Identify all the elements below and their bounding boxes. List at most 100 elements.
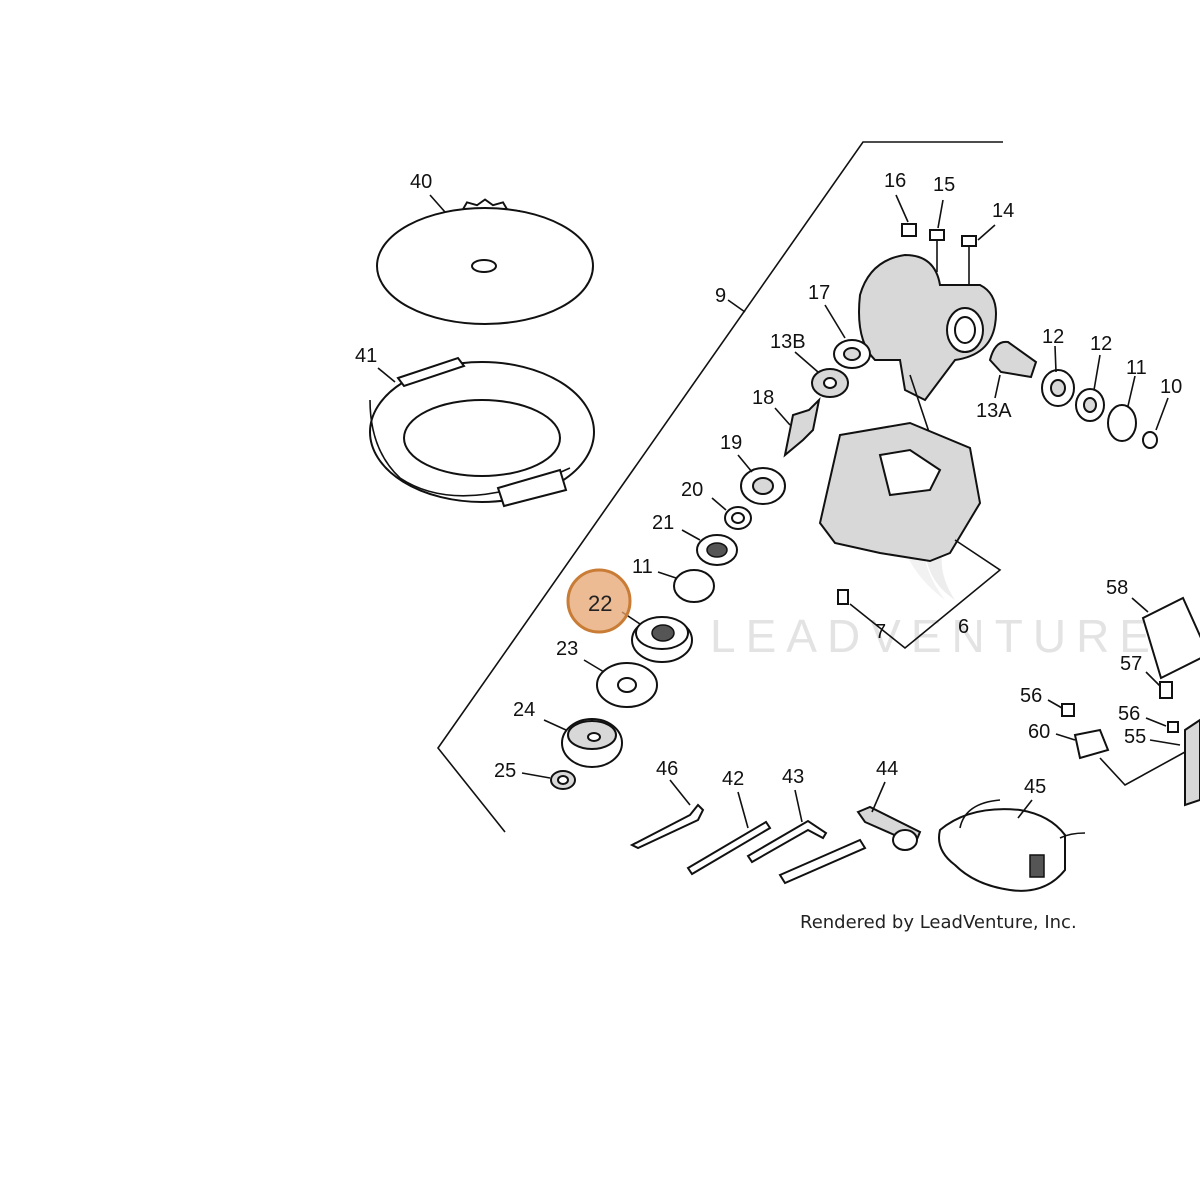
bolt-part-14 xyxy=(961,235,977,285)
circlip-part-11-lower xyxy=(673,569,715,603)
callout-56-right[interactable]: 56 xyxy=(1118,703,1140,725)
callout-20[interactable]: 20 xyxy=(681,479,703,501)
leader-9 xyxy=(727,299,746,313)
bearing-part-12-left xyxy=(1041,369,1075,407)
callout-23[interactable]: 23 xyxy=(556,638,578,660)
callout-11-lower[interactable]: 11 xyxy=(632,556,653,578)
leader-6-7-bracket xyxy=(849,539,1002,650)
leader-41 xyxy=(377,367,396,383)
leader-24 xyxy=(543,719,567,731)
callout-22[interactable]: 22 xyxy=(588,591,612,616)
callout-16[interactable]: 16 xyxy=(884,170,906,192)
callout-55[interactable]: 55 xyxy=(1124,726,1146,748)
callout-42[interactable]: 42 xyxy=(722,768,744,790)
callout-43[interactable]: 43 xyxy=(782,766,804,788)
leader-12-left xyxy=(1054,345,1057,373)
nut-part-56-left xyxy=(1061,703,1075,717)
handle-part-55 xyxy=(1184,718,1200,807)
leader-13A xyxy=(994,374,1001,399)
leader-13B xyxy=(794,351,819,373)
leader-20 xyxy=(711,497,727,511)
leader-46 xyxy=(669,779,691,806)
leader-55 xyxy=(1149,739,1181,746)
leader-40 xyxy=(429,194,446,213)
callout-25[interactable]: 25 xyxy=(494,760,516,782)
cup-part-24 xyxy=(561,718,623,768)
nut-part-25 xyxy=(550,770,576,790)
leader-45 xyxy=(1017,799,1033,819)
saw-blade-part-40 xyxy=(376,198,594,325)
callout-12-right[interactable]: 12 xyxy=(1090,333,1112,355)
bolt-part-15 xyxy=(929,229,945,272)
hex-key-part-43 xyxy=(746,819,828,864)
callout-18[interactable]: 18 xyxy=(752,387,774,409)
leader-14 xyxy=(977,224,996,241)
leader-23 xyxy=(583,659,605,673)
callout-15[interactable]: 15 xyxy=(933,174,955,196)
leader-57 xyxy=(1145,671,1161,687)
bearing-part-12-right xyxy=(1075,388,1105,422)
bolt-part-16 xyxy=(901,223,917,237)
harness-part-41 xyxy=(369,356,595,508)
callout-21[interactable]: 21 xyxy=(652,512,674,534)
callout-11-upper[interactable]: 11 xyxy=(1126,357,1147,379)
callout-7[interactable]: 7 xyxy=(875,621,886,643)
pinion-part-13A xyxy=(988,340,1038,379)
leader-10 xyxy=(1155,397,1169,431)
leader-25 xyxy=(521,772,551,779)
shaft-part-18 xyxy=(783,396,821,458)
leader-21 xyxy=(681,529,701,541)
cable-tie-part-46 xyxy=(629,803,705,850)
nut-part-56-right xyxy=(1167,721,1179,733)
callout-46[interactable]: 46 xyxy=(656,758,678,780)
leader-12-right xyxy=(1093,354,1101,391)
leader-42 xyxy=(737,791,749,829)
leader-60 xyxy=(1055,733,1076,741)
leader-19 xyxy=(737,454,753,473)
callout-60[interactable]: 60 xyxy=(1028,721,1050,743)
callout-13B[interactable]: 13B xyxy=(770,331,806,353)
callout-40[interactable]: 40 xyxy=(410,171,432,193)
callout-12-left[interactable]: 12 xyxy=(1042,326,1064,348)
leader-56-left xyxy=(1047,699,1063,709)
rod-part-42 xyxy=(686,820,772,876)
leader-11-lower xyxy=(657,571,677,579)
callout-10[interactable]: 10 xyxy=(1160,376,1182,398)
circlip-part-11-upper xyxy=(1107,404,1137,442)
washer-part-23 xyxy=(596,662,658,708)
goggles-part-45 xyxy=(938,799,1086,892)
wrench-part-44 xyxy=(778,805,922,885)
leader-56-right xyxy=(1145,717,1167,727)
flange-part-22 xyxy=(631,616,693,663)
callout-45[interactable]: 45 xyxy=(1024,776,1046,798)
credit-text: Rendered by LeadVenture, Inc. xyxy=(800,912,1077,933)
callout-17[interactable]: 17 xyxy=(808,282,830,304)
callout-9[interactable]: 9 xyxy=(715,285,726,307)
leader-43 xyxy=(794,789,803,823)
callout-13A[interactable]: 13A xyxy=(976,400,1012,422)
callout-14[interactable]: 14 xyxy=(992,200,1014,222)
bolt-part-57 xyxy=(1159,681,1173,699)
plate-part-58 xyxy=(1141,596,1200,680)
callout-19[interactable]: 19 xyxy=(720,432,742,454)
callout-44[interactable]: 44 xyxy=(876,758,898,780)
callout-24[interactable]: 24 xyxy=(513,699,535,721)
leader-16 xyxy=(895,194,909,223)
watermark-text: LEADVENTURE xyxy=(710,610,1160,662)
callout-57[interactable]: 57 xyxy=(1120,653,1142,675)
callout-56-left[interactable]: 56 xyxy=(1020,685,1042,707)
leader-18 xyxy=(774,407,791,426)
leader-11-upper xyxy=(1127,375,1136,407)
bracket-part-60 xyxy=(1073,728,1110,760)
callout-58[interactable]: 58 xyxy=(1106,577,1128,599)
callout-6[interactable]: 6 xyxy=(958,616,969,638)
leader-58 xyxy=(1131,597,1149,613)
highlight-circle-22 xyxy=(566,568,632,634)
callout-41[interactable]: 41 xyxy=(355,345,377,367)
leader-55-bracket xyxy=(1099,751,1186,787)
washer-part-10 xyxy=(1142,431,1158,449)
gear-head-housing xyxy=(858,253,997,501)
leader-17 xyxy=(824,304,846,339)
bearing-part-19 xyxy=(740,467,786,505)
